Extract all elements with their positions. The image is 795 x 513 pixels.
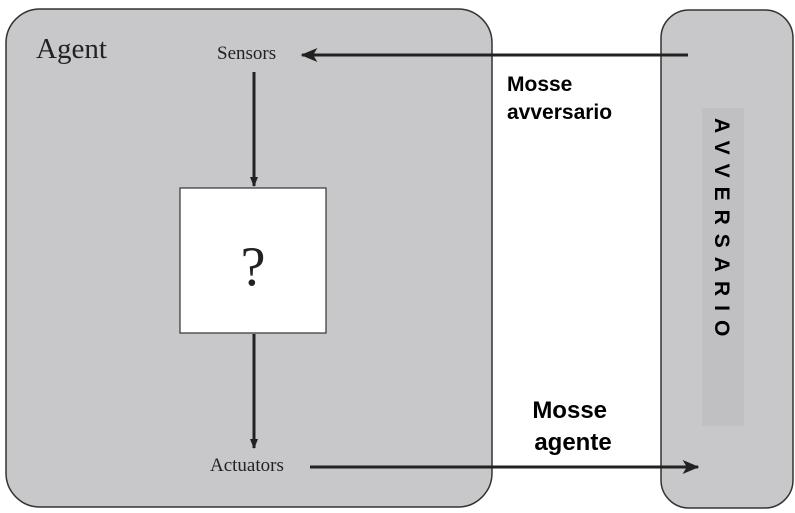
opponent-moves-label: Mosse avversario bbox=[507, 73, 612, 124]
opponent-label-strip bbox=[702, 108, 744, 426]
actuators-label: Actuators bbox=[210, 455, 284, 476]
agent-title: Agent bbox=[36, 33, 107, 65]
agent-moves-label: Mosse agente bbox=[532, 397, 613, 456]
agent-moves-line-1: Mosse bbox=[532, 397, 607, 424]
unknown-process-box bbox=[179, 187, 327, 334]
sensors-label: Sensors bbox=[217, 43, 276, 64]
agent-moves-line-2: agente bbox=[534, 429, 611, 456]
unknown-symbol: ? bbox=[241, 236, 266, 298]
opponent-moves-line-2: avversario bbox=[507, 101, 612, 124]
opponent-moves-line-1: Mosse bbox=[507, 73, 572, 96]
opponent-label: AVVERSARIO bbox=[710, 118, 733, 345]
